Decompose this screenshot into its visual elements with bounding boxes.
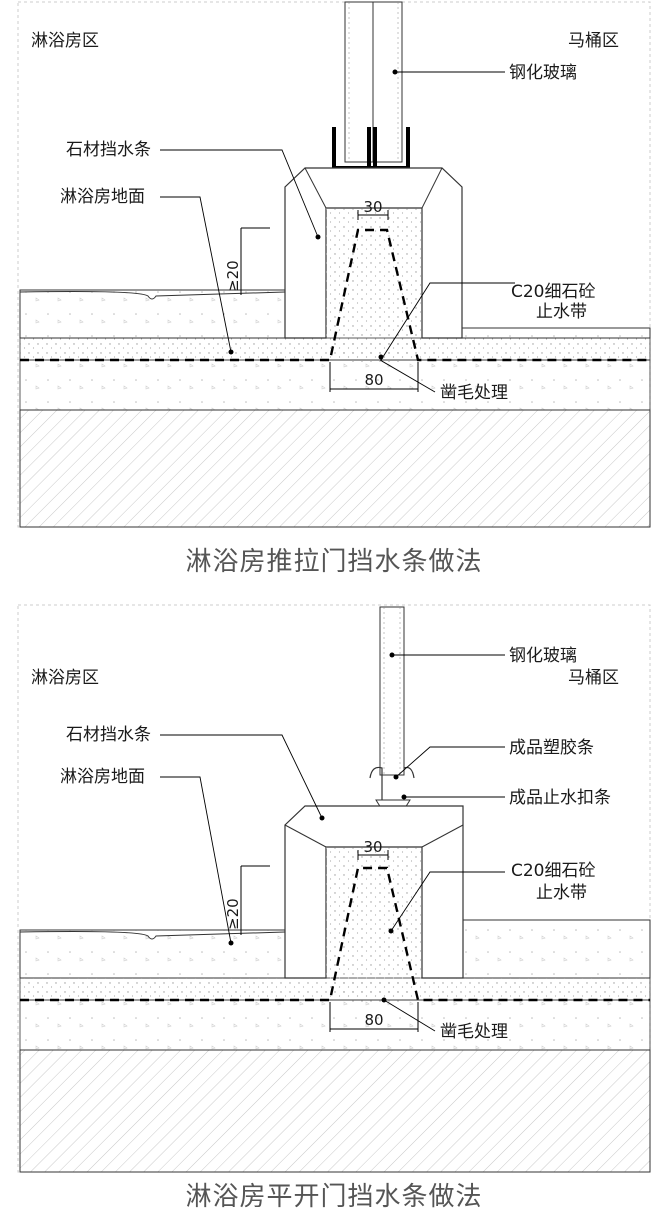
dimension-80-line-bottom — [329, 1002, 419, 1032]
dimension-80-bottom: 80 — [364, 1011, 383, 1029]
concrete-label-line2-bottom: 止水带 — [536, 883, 587, 903]
concrete-label-line2-top: 止水带 — [536, 302, 587, 322]
zone-left-label-top: 淋浴房区 — [31, 31, 99, 51]
dimension-80-line-top — [329, 362, 419, 392]
diagram-bottom: 30 80 ≥20 淋浴房区 马桶区 钢化玻璃 石材挡水条 淋浴房地面 成品塑胶… — [17, 604, 651, 1212]
dimension-20-bottom: ≥20 — [224, 898, 242, 930]
caption-bottom: 淋浴房平开门挡水条做法 — [185, 1182, 482, 1212]
leader-lines-bottom — [160, 654, 505, 1032]
concrete-waterstop-bottom — [326, 847, 422, 1002]
water-clip-label: 成品止水扣条 — [509, 788, 611, 808]
waterproof-membrane-bottom — [20, 866, 650, 1002]
glass-label-bottom: 钢化玻璃 — [509, 646, 577, 666]
dimension-30-bottom: 30 — [363, 838, 382, 856]
stone-strip-bottom — [284, 805, 464, 979]
concrete-waterstop-top — [326, 208, 422, 362]
dimension-80-top: 80 — [364, 371, 383, 389]
shower-floor-label-bottom: 淋浴房地面 — [60, 767, 145, 787]
zone-right-label-top: 马桶区 — [568, 31, 619, 51]
diagram-top: 30 80 ≥20 淋浴房区 马桶区 钢化玻璃 石材挡水条 淋浴房地面 C20细… — [17, 1, 651, 577]
waterproof-membrane-top — [20, 228, 650, 362]
roughen-label-top: 凿毛处理 — [440, 383, 508, 403]
dimension-20-line-bottom — [240, 865, 270, 935]
dimension-20-line-top — [240, 227, 270, 295]
zone-right-label-bottom: 马桶区 — [568, 668, 619, 688]
floor-finish-left-top — [19, 289, 286, 339]
concrete-label-line1-top: C20细石砼 — [511, 282, 596, 302]
structural-slab-top — [19, 409, 651, 528]
zone-left-label-bottom: 淋浴房区 — [31, 668, 99, 688]
glass-panel-bottom — [379, 606, 405, 776]
leader-lines-top — [160, 71, 515, 393]
dimension-30-top: 30 — [363, 198, 382, 216]
dimension-30-line-bottom — [357, 850, 389, 860]
concrete-label-line1-bottom: C20细石砼 — [511, 861, 596, 881]
shower-floor-label-top: 淋浴房地面 — [60, 187, 145, 207]
stone-strip-label-top: 石材挡水条 — [66, 140, 151, 160]
floor-finish-right-top — [459, 327, 651, 339]
roughen-label-bottom: 凿毛处理 — [440, 1022, 508, 1042]
dimension-30-line-top — [357, 210, 389, 220]
stone-strip-label-bottom: 石材挡水条 — [66, 725, 151, 745]
plastic-strip-part — [369, 766, 415, 800]
glass-label-top: 钢化玻璃 — [509, 63, 577, 83]
concrete-base-top — [19, 359, 651, 411]
dimension-20-top: ≥20 — [224, 260, 242, 292]
structural-slab-bottom — [19, 1049, 651, 1173]
floor-finish-right-bottom — [461, 919, 651, 979]
floor-finish-left-bottom — [19, 929, 286, 979]
plastic-strip-label: 成品塑胶条 — [509, 738, 594, 758]
caption-top: 淋浴房推拉门挡水条做法 — [185, 547, 482, 577]
concrete-base-bottom — [19, 999, 651, 1051]
